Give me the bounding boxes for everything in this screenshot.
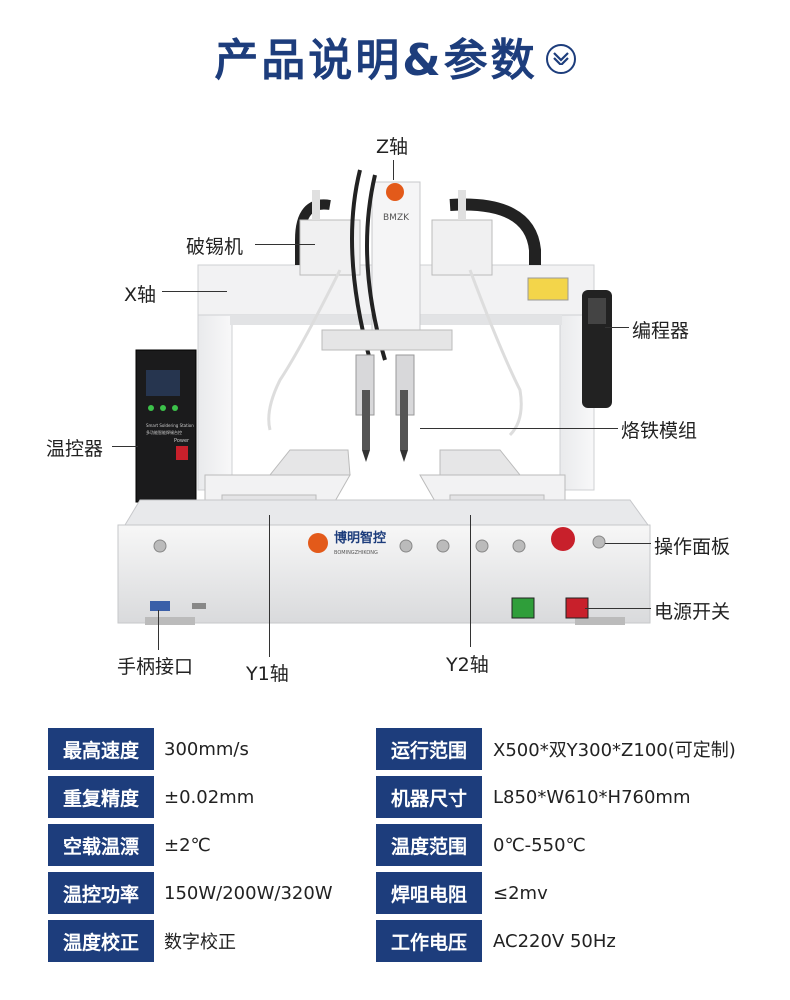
- callout-handle-port: 手柄接口: [117, 656, 194, 678]
- spec-key-temp-range: 温度范围: [376, 824, 482, 866]
- chevron-down-circle-icon: [545, 44, 576, 74]
- leader-z-axis: [393, 160, 394, 180]
- spec-key-dimensions: 机器尺寸: [376, 776, 482, 818]
- head-logo-text: BMZK: [383, 213, 410, 223]
- spec-value-range: X500*双Y300*Z100(可定制): [493, 740, 736, 761]
- spec-value-temp-range: 0℃-550℃: [493, 834, 586, 856]
- spec-value-voltage: AC220V 50Hz: [493, 930, 616, 952]
- leader-y1-axis: [269, 515, 270, 657]
- spec-value-temp-calibration: 数字校正: [164, 932, 236, 953]
- brand-cn-text: 博明智控: [334, 530, 386, 546]
- leader-y2-axis: [470, 515, 471, 647]
- leader-control-panel: [605, 543, 651, 544]
- page-title-text: 产品说明&参数: [214, 35, 538, 86]
- page-title: 产品说明&参数: [0, 24, 790, 88]
- spec-key-voltage: 工作电压: [376, 920, 482, 962]
- power-label: Power: [174, 438, 190, 444]
- spec-key-repeat-accuracy: 重复精度: [48, 776, 154, 818]
- spec-key-temp-calibration: 温度校正: [48, 920, 154, 962]
- spec-key-range: 运行范围: [376, 728, 482, 770]
- spec-value-dimensions: L850*W610*H760mm: [493, 786, 691, 808]
- callout-programmer: 编程器: [632, 320, 690, 342]
- soldering-machine-illustration: BMZK Smart Soldering Station 多功能智能焊锡台控 P…: [117, 169, 651, 625]
- spec-key-speed: 最高速度: [48, 728, 154, 770]
- spec-value-repeat-accuracy: ±0.02mm: [164, 786, 255, 808]
- callout-y1-axis: Y1轴: [246, 663, 289, 685]
- spec-value-temp-power: 150W/200W/320W: [164, 882, 333, 904]
- callout-y2-axis: Y2轴: [446, 654, 489, 676]
- leader-x-axis: [162, 291, 227, 292]
- leader-power-switch: [585, 608, 651, 609]
- callout-x-axis: X轴: [124, 284, 157, 306]
- spec-value-temp-drift: ±2℃: [164, 834, 211, 856]
- callout-temp-controller: 温控器: [46, 438, 104, 460]
- controller-label: Smart Soldering Station: [146, 423, 194, 428]
- spec-value-tip-resistance: ≤2mv: [493, 882, 548, 904]
- spec-key-temp-drift: 空载温漂: [48, 824, 154, 866]
- leader-iron-module: [420, 428, 618, 429]
- callout-z-axis: Z轴: [376, 136, 409, 158]
- controller-sub-label: 多功能智能焊锡台控: [146, 429, 182, 435]
- callout-power-switch: 电源开关: [654, 601, 731, 623]
- spec-key-tip-resistance: 焊咀电阻: [376, 872, 482, 914]
- spec-value-speed: 300mm/s: [164, 738, 249, 760]
- leader-temp-controller: [112, 446, 138, 447]
- leader-programmer: [605, 327, 629, 328]
- callout-tin-breaker: 破锡机: [186, 236, 244, 258]
- leader-tin-breaker: [255, 244, 315, 245]
- brand-en-text: BOMINGZHIKONG: [334, 550, 378, 556]
- callout-iron-module: 烙铁模组: [621, 420, 698, 442]
- leader-handle-port: [158, 610, 159, 650]
- spec-key-temp-power: 温控功率: [48, 872, 154, 914]
- callout-control-panel: 操作面板: [654, 536, 731, 558]
